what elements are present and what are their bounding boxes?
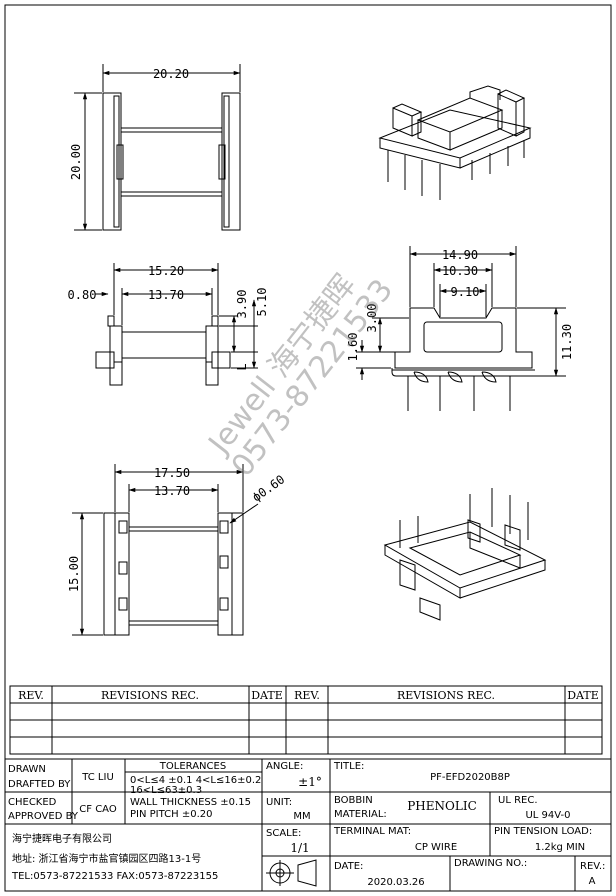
pin-tension-value: 1.2kg MIN bbox=[535, 842, 585, 853]
company-name: 海宁捷晖电子有限公司 bbox=[12, 832, 112, 845]
top-view bbox=[74, 64, 241, 231]
projection-symbol-icon bbox=[266, 859, 317, 887]
dim-side-height: 5.10 bbox=[255, 288, 269, 317]
dim-front-inner2: 9.10 bbox=[451, 285, 480, 299]
ul-label: UL REC. bbox=[498, 795, 538, 806]
side-view bbox=[95, 263, 258, 386]
front-view bbox=[356, 246, 566, 411]
dim-top-height: 20.00 bbox=[69, 144, 83, 180]
tolerance-line-3: WALL THICKNESS ±0.15 bbox=[130, 797, 251, 808]
angle-value: ±1° bbox=[298, 775, 322, 789]
terminal-value: CP WIRE bbox=[415, 842, 457, 853]
tolerance-line-2: 16<L≤63±0.3 bbox=[130, 785, 202, 796]
dim-front-pin: 1.60 bbox=[346, 333, 360, 362]
dim-bottom-inner: 13.70 bbox=[154, 484, 190, 498]
watermark: Jewell 海宁捷晖 0573-87221533 bbox=[201, 268, 400, 483]
dim-side-step: 3.90 bbox=[235, 290, 249, 319]
dim-front-core: 3.00 bbox=[365, 304, 379, 333]
approved-label: APPROVED BY bbox=[8, 811, 79, 822]
iso-view-bottom bbox=[383, 488, 547, 621]
tolerance-line-1: 0<L≤4 ±0.1 4<L≤16±0.2 bbox=[130, 775, 261, 786]
angle-label: ANGLE: bbox=[266, 761, 303, 772]
material-value: PHENOLIC bbox=[407, 799, 477, 813]
tolerances-label: TOLERANCES bbox=[159, 761, 226, 772]
rev-header-date-2: DATE bbox=[567, 689, 599, 702]
rev-header-rec-2: REVISIONS REC. bbox=[397, 689, 495, 702]
rev-header-rec-1: REVISIONS REC. bbox=[101, 689, 199, 702]
unit-label: UNIT: bbox=[266, 797, 292, 808]
rev-value: A bbox=[589, 876, 596, 887]
drafted-label: DRAFTED BY bbox=[8, 779, 71, 790]
pin-tension-label: PIN TENSION LOAD: bbox=[494, 826, 592, 837]
company-address: 地址: 浙江省海宁市盐官镇园区四路13-1号 bbox=[12, 852, 201, 865]
dim-side-inner: 13.70 bbox=[148, 288, 184, 302]
ul-value: UL 94V-0 bbox=[525, 810, 570, 821]
rev-header-rev-2: REV. bbox=[294, 689, 320, 702]
dim-side-overall: 15.20 bbox=[148, 264, 184, 278]
tolerance-line-4: PIN PITCH ±0.20 bbox=[130, 809, 212, 820]
rev-header-date-1: DATE bbox=[251, 689, 283, 702]
title-value: PF-EFD2020B8P bbox=[430, 772, 510, 783]
title-label: TITLE: bbox=[333, 761, 364, 772]
rev-label: REV.: bbox=[580, 861, 605, 872]
scale-value: 1/1 bbox=[290, 841, 309, 855]
dim-front-width: 14.90 bbox=[442, 248, 478, 262]
checked-label: CHECKED bbox=[8, 797, 57, 808]
title-block-grid bbox=[4, 758, 612, 892]
revisions-table bbox=[9, 685, 603, 755]
dim-front-inner1: 10.30 bbox=[442, 264, 478, 278]
sheet-border bbox=[4, 4, 612, 892]
approved-value: CF CAO bbox=[79, 804, 117, 815]
dim-bottom-height: 15.00 bbox=[67, 556, 81, 592]
material-label: MATERIAL: bbox=[334, 809, 387, 820]
bobbin-label: BOBBIN bbox=[334, 795, 373, 806]
dim-front-height: 11.30 bbox=[560, 324, 574, 360]
unit-value: MM bbox=[293, 811, 310, 822]
drawing-no-label: DRAWING NO.: bbox=[454, 858, 527, 869]
drawn-label: DRAWN bbox=[8, 764, 46, 775]
date-value: 2020.03.26 bbox=[367, 877, 424, 888]
dim-side-l: L bbox=[235, 363, 249, 370]
dim-bottom-overall: 17.50 bbox=[154, 466, 190, 480]
rev-header-rev-1: REV. bbox=[18, 689, 44, 702]
company-tel: TEL:0573-87221533 FAX:0573-87223155 bbox=[11, 871, 218, 882]
scale-label: SCALE: bbox=[266, 828, 301, 839]
iso-view-top bbox=[378, 85, 532, 200]
drafted-value: TC LIU bbox=[81, 772, 114, 783]
dim-side-flange: 0.80 bbox=[68, 288, 97, 302]
terminal-label: TERMINAL MAT: bbox=[333, 826, 411, 837]
date-label: DATE: bbox=[334, 861, 363, 872]
dim-top-width: 20.20 bbox=[153, 67, 189, 81]
bottom-view bbox=[72, 464, 259, 636]
